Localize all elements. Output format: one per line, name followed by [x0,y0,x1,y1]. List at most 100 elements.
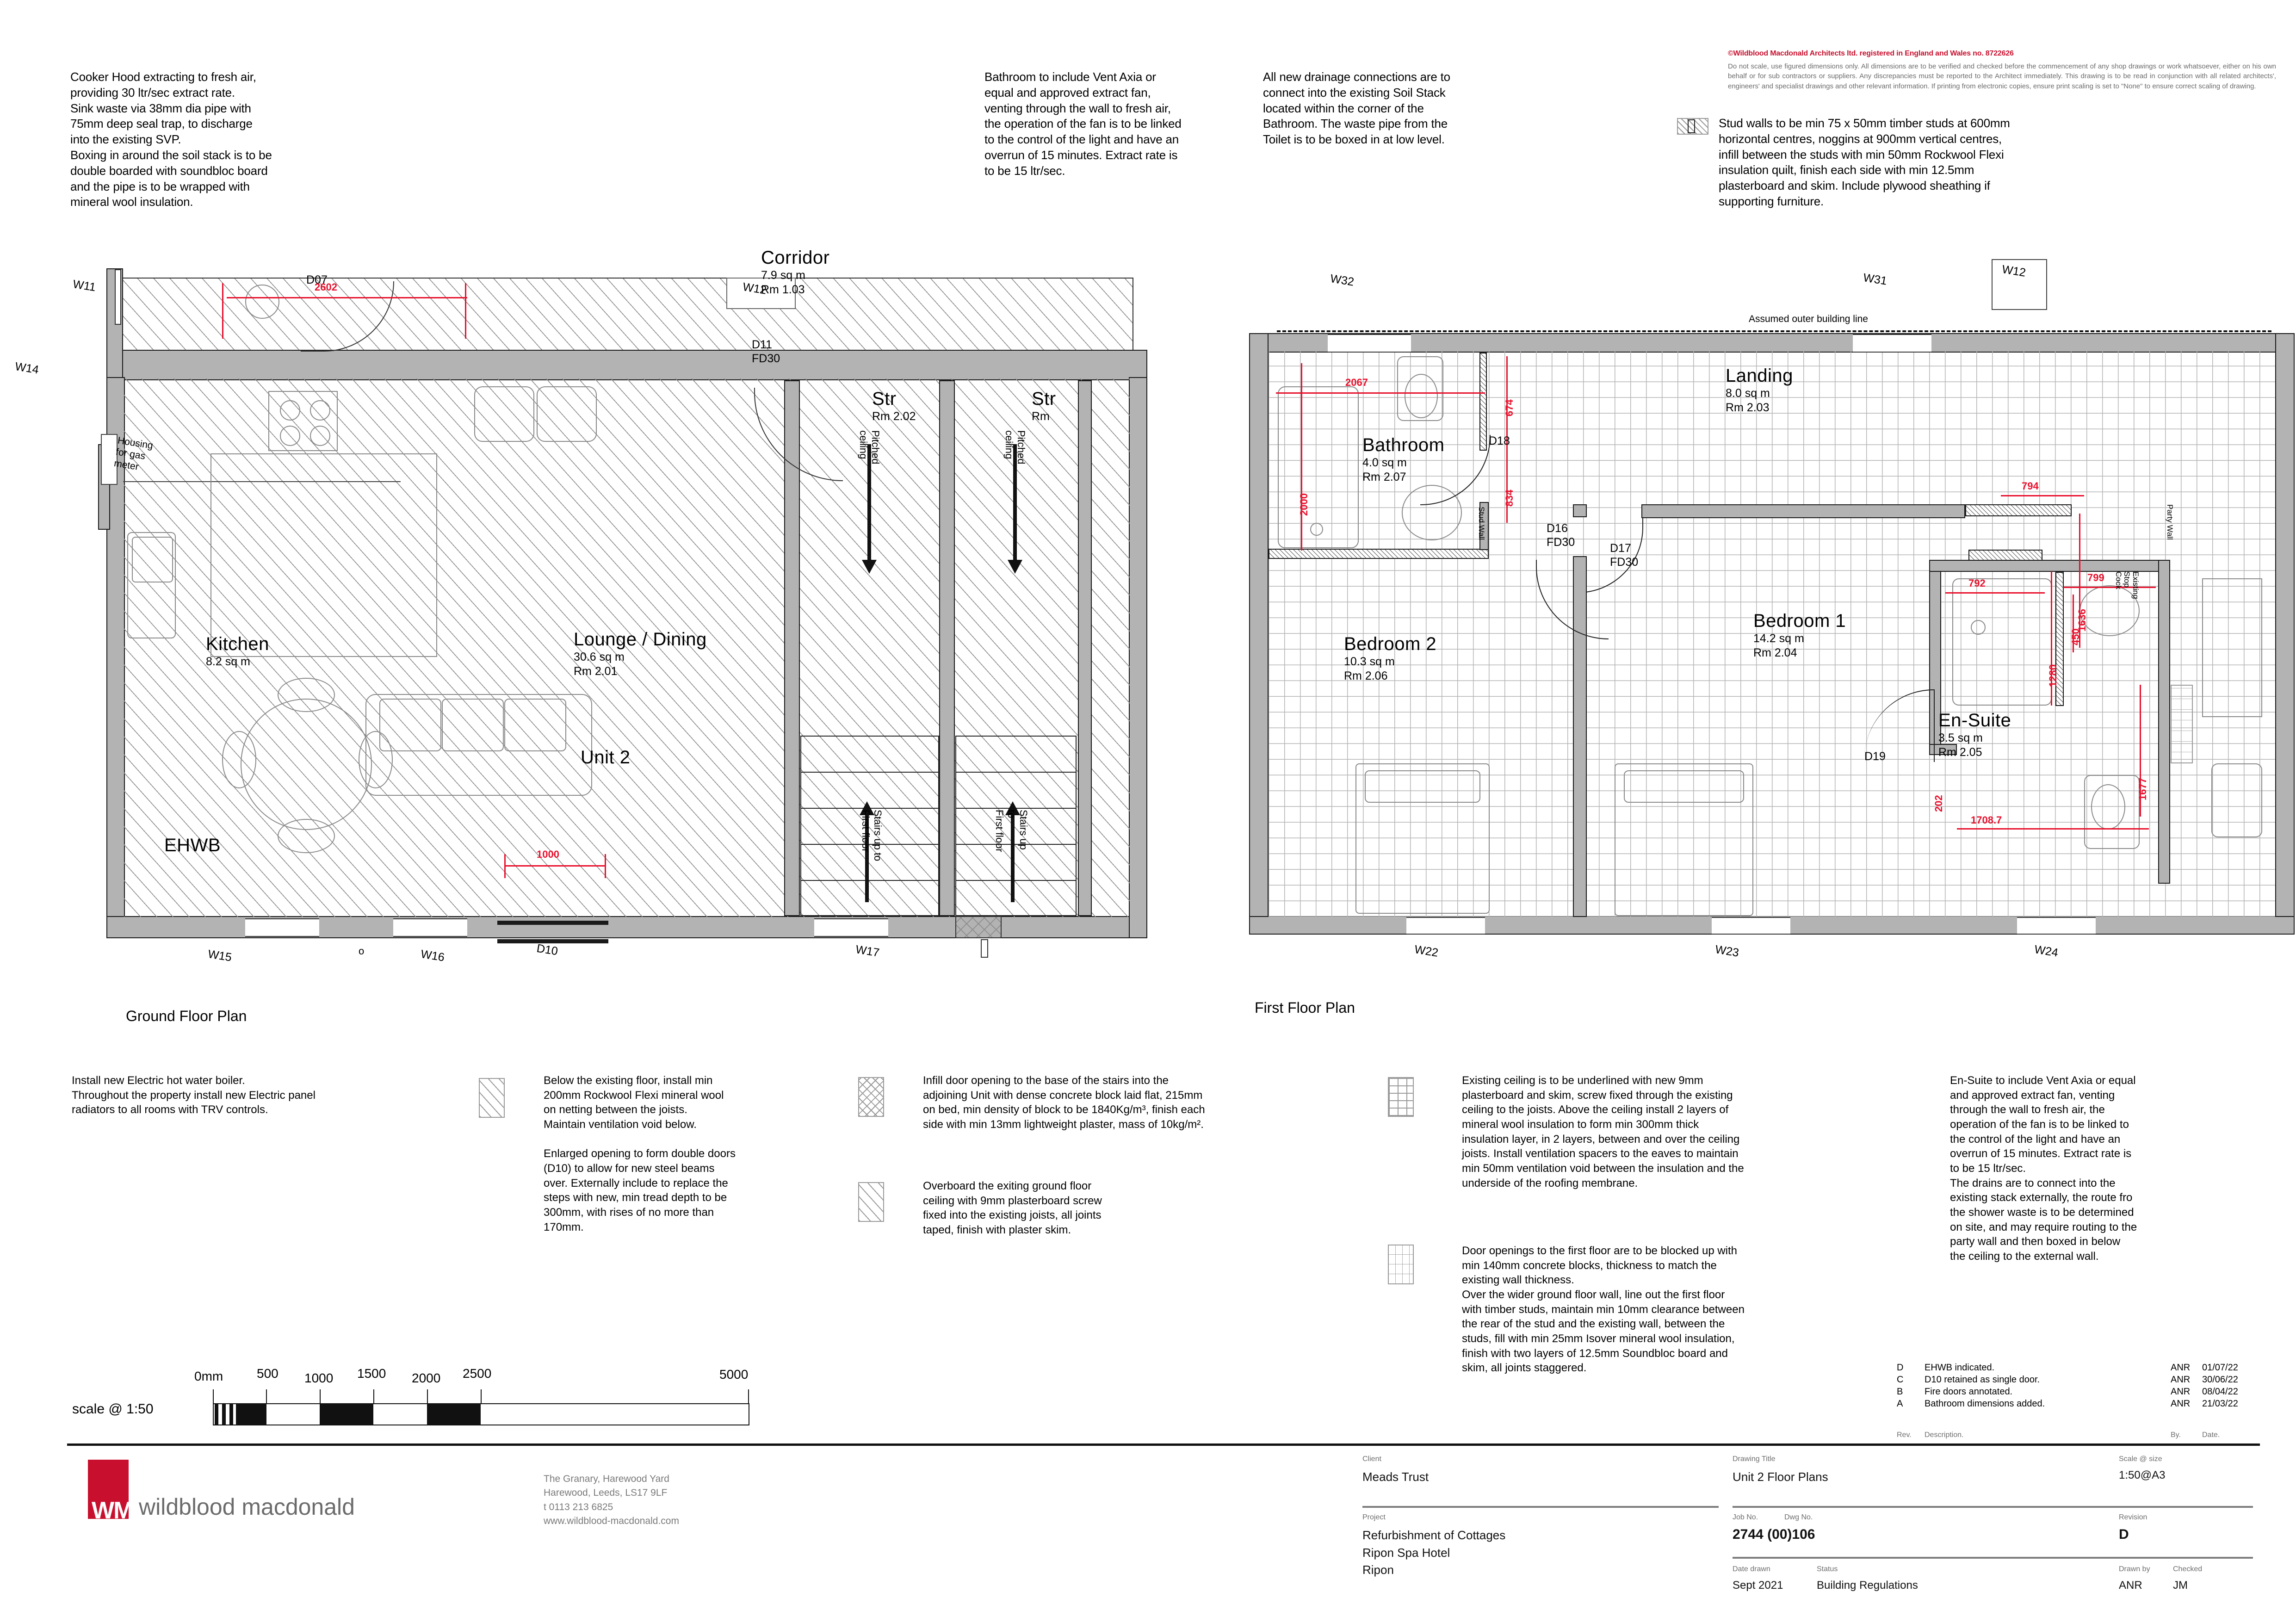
ff-room-bathroom-ref: Rm 2.07 [1362,471,1406,484]
gf-sofa-cushion-3 [504,699,566,751]
gf-window-w16-label: W16 [420,948,446,964]
scale-tick-5000: 5000 [719,1367,749,1381]
title-drawn-by-value: ANR [2119,1579,2142,1592]
ff-party-wall-label: Party Wall [2166,504,2174,540]
title-project-label: Project [1362,1513,1386,1521]
gf-hob-burner-4 [310,426,330,446]
note-stud-wall: Stud walls to be min 75 x 50mm timber st… [1719,116,2010,208]
ff-ensuite-divider-stud [2055,572,2064,706]
gf-room-lounge-area: 30.6 sq m [574,650,625,663]
scale-tickmark-2000 [427,1389,428,1403]
legend-floor-insulation-note: Below the existing floor, install min 20… [544,1074,736,1233]
legend-swatch-blocked [1388,1245,1414,1284]
gf-window-opening-w15 [245,918,319,937]
revision-row: B Fire doors annotated. ANR 08/04/22 [1897,1387,2285,1399]
gf-sofa-cushion-1 [379,699,441,751]
gf-sofa-cushion-2 [442,699,504,751]
gf-hob-burner-1 [280,400,300,421]
ff-assumed-outer-line [1277,330,2271,332]
revision-rev: D [1897,1363,1904,1373]
ff-room-bedroom1-area: 14.2 sq m [1753,632,1804,645]
gf-sink [127,532,176,638]
gf-room-corridor-name: Corridor [761,248,830,268]
gf-room-str1-name: Str [872,389,897,409]
gf-stair-flight-left: Stairs up to First floor [800,736,939,916]
gf-stair-wall-right [1078,380,1092,916]
ff-top-outer-wall [1249,333,2295,353]
footer-divider [67,1443,2260,1446]
gf-chair-1 [222,731,256,788]
revision-header: Rev. Description. By. Date. [1897,1431,2285,1443]
title-job-dwg-no-value: 2744 (00)106 [1733,1527,1815,1542]
legend-overboard-note: Overboard the exiting ground floor ceili… [923,1180,1102,1237]
scale-tickmark-500 [266,1389,267,1403]
ff-right-outer-wall [2275,333,2295,935]
revision-header-desc: Description. [1925,1431,1964,1439]
title-checked-value: JM [2173,1579,2188,1592]
title-revision-value: D [2119,1527,2129,1542]
title-checked-label: Checked [2173,1565,2203,1573]
ff-window-w31-opening [1853,334,1931,353]
gf-kitchen-island [210,453,437,657]
first-floor-plan: Assumed outer building line Stud Wall 20… [1249,259,2295,985]
ff-window-w23-label: W23 [1714,943,1740,960]
ff-window-w32-opening [1328,334,1411,353]
gf-pitched-label-2: Pitched ceiling [1003,430,1027,465]
ff-room-landing-ref: Rm 2.03 [1726,401,1770,415]
gf-stair-flight-right: Stairs up to First floor [955,736,1077,916]
ff-landing-bedroom1-wall [1641,504,1965,518]
title-scale-value: 1:50@A3 [2119,1469,2166,1481]
scale-tick-500: 500 [257,1366,278,1381]
title-mid-divider-2 [1733,1557,2253,1559]
scale-bar-caption: scale @ 1:50 [72,1401,154,1417]
gf-armchair-1 [474,386,534,442]
title-left-divider [1362,1506,1719,1508]
scale-tickmark-5000 [748,1389,749,1403]
revision-date: 01/07/22 [2202,1363,2238,1373]
revision-desc: EHWB indicated. [1925,1363,1995,1373]
ff-room-bedroom1: Bedroom 1 14.2 sq m Rm 2.04 [1753,611,1846,661]
ff-room-bedroom1-ref: Rm 2.04 [1753,646,1797,660]
scale-tickmark-0 [213,1389,214,1403]
gf-stair-wall-mid [939,380,955,916]
ff-blocked-opening [2171,685,2193,763]
gf-window-w11-opening [115,269,121,325]
revision-by: ANR [2171,1387,2191,1397]
ff-shower-drain [1971,620,1986,635]
gf-chair-2 [359,731,393,788]
ff-room-ensuite-area: 3.5 sq m [1938,731,1983,744]
gf-pitched-label-1: Pitched ceiling [858,430,881,465]
revision-desc: D10 retained as single door. [1925,1375,2040,1385]
gf-door-d10-leaf-2 [497,939,608,943]
gf-room-lounge-name: Lounge / Dining [574,629,707,650]
gf-room-corridor-area: 7.9 sq m [761,269,805,282]
gf-hob-burner-3 [280,426,300,446]
gf-corridor-area [120,278,1133,352]
gf-svp-marker [981,939,988,958]
gf-gas-meter-box [101,434,118,485]
scale-seg-sub3 [229,1404,233,1425]
gf-room-str1: Str Rm 2.02 [872,389,916,424]
gf-stair-wall-left [784,380,800,916]
scale-tickmark-2500 [481,1389,482,1403]
ff-room-landing-area: 8.0 sq m [1726,387,1770,400]
gf-armchair-2 [537,386,597,442]
disclaimer-text: Do not scale, use figured dimensions onl… [1728,62,2276,90]
ff-room-bathroom-area: 4.0 sq m [1362,456,1407,469]
ff-room-bedroom2: Bedroom 2 10.3 sq m Rm 2.06 [1344,634,1436,684]
scale-seg-sub2 [222,1404,226,1425]
gf-hob-burner-2 [310,400,330,421]
gf-window-w11-label: W11 [72,278,97,294]
gf-room-corridor: Corridor 7.9 sq m Rm 1.03 [761,248,829,297]
scale-tickmark-1500 [373,1389,374,1403]
ff-window-w22-label: W22 [1413,943,1439,960]
ff-room-landing: Landing 8.0 sq m Rm 2.03 [1726,365,1793,415]
ff-ensuite-top-wall [1929,560,2170,572]
practice-name: wildblood macdonald [139,1494,355,1520]
title-job-no-label: Job No. [1733,1513,1758,1521]
gf-room-str1-ref: Rm 2.02 [872,410,916,423]
title-status-value: Building Regulations [1817,1579,1918,1592]
ground-floor-plan: Stairs up to First floor Stairs up to Fi… [14,248,1147,981]
scale-tick-1500: 1500 [357,1366,386,1381]
gf-right-outer-wall [1129,377,1147,938]
